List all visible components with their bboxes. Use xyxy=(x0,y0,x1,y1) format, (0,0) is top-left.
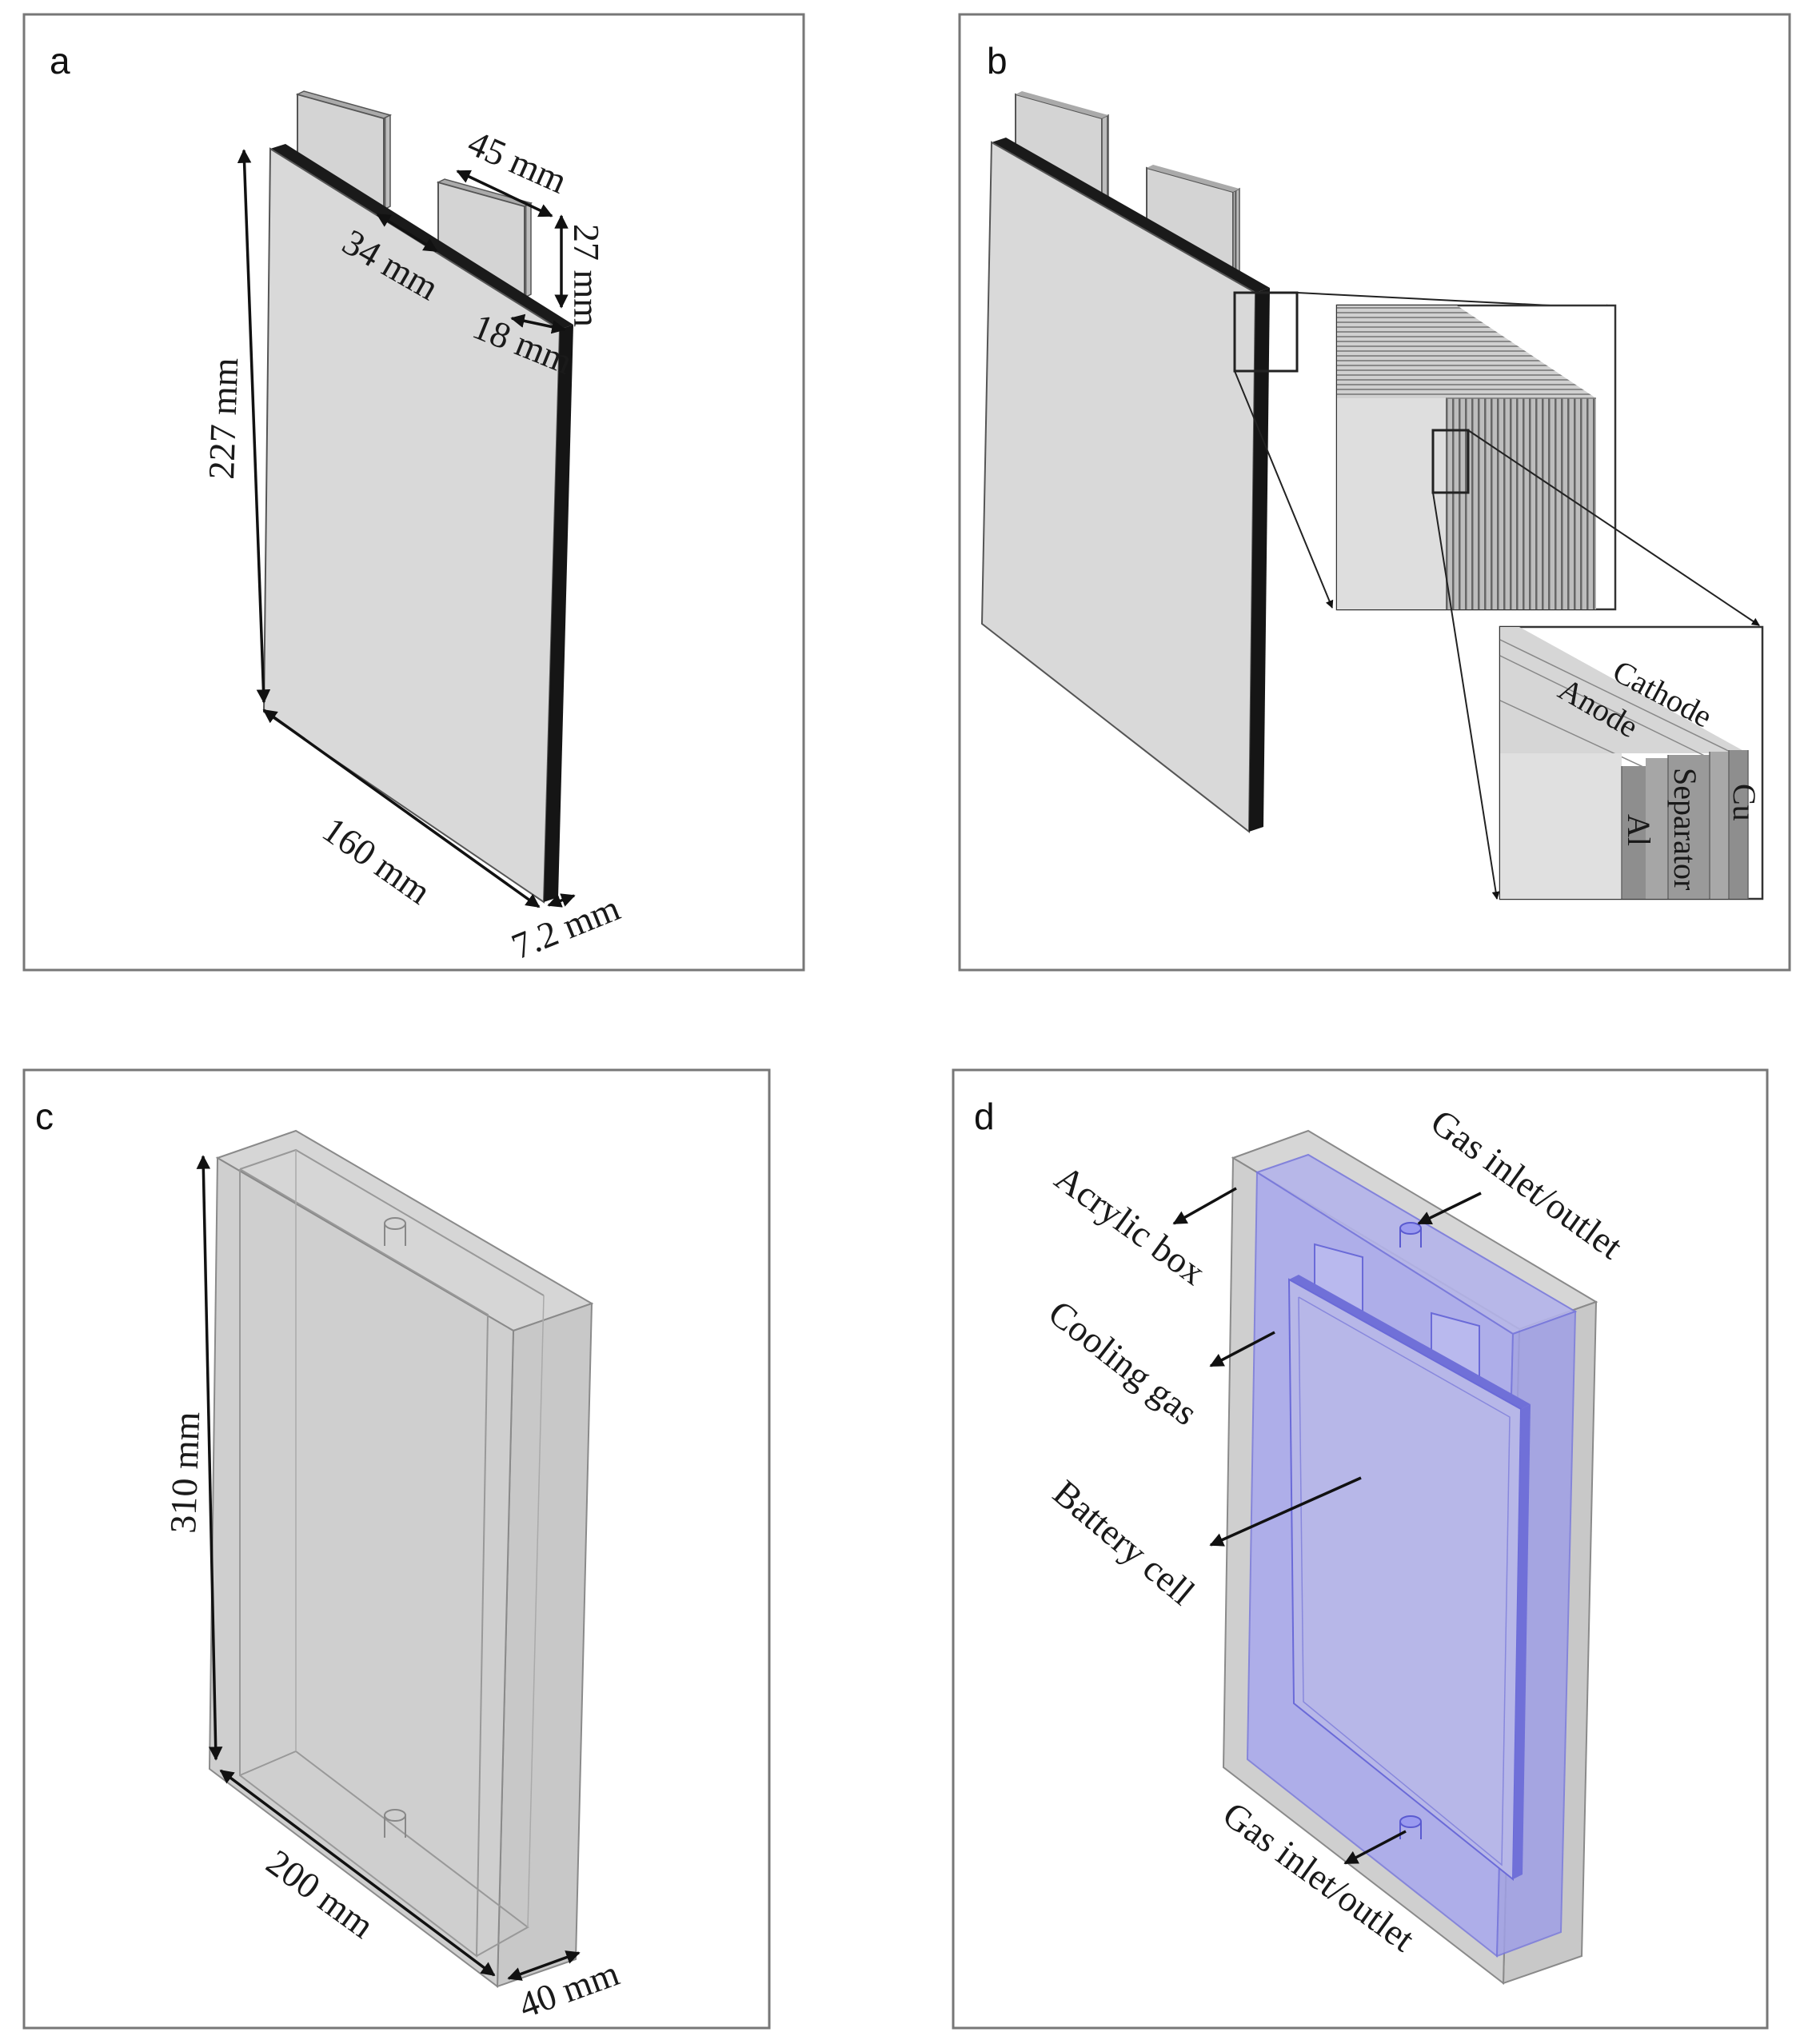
layer-label-cu: Cu xyxy=(1726,784,1762,821)
layer-cathode xyxy=(1710,752,1729,899)
dim-tab-gap-arrow xyxy=(376,213,438,253)
gas-port-top xyxy=(1399,1222,1422,1235)
dim-thickness-arrow xyxy=(547,893,576,908)
callout-inlet-top-arrow xyxy=(1417,1192,1482,1225)
panel-d-letter: d xyxy=(974,1096,995,1137)
dim-box-depth-arrow xyxy=(507,1950,581,1981)
layer-cu xyxy=(1729,750,1748,899)
panel-c: c 310 mm 200 mm 40 mm xyxy=(22,1068,771,2030)
panel-d: d Acrylic box xyxy=(952,1068,1769,2030)
layer-separator xyxy=(1668,755,1710,899)
layer-inset xyxy=(1499,625,1764,900)
zoom-box-2 xyxy=(1431,429,1470,494)
zoom-box-1 xyxy=(1233,291,1299,373)
panel-c-letter: c xyxy=(35,1096,54,1137)
cell-side-edge xyxy=(544,325,573,902)
dim-box-width-arrow xyxy=(219,1769,496,1977)
layer-anode xyxy=(1646,758,1668,899)
assembly-drawing xyxy=(1222,1129,1598,1985)
layer-label-separator: Separator xyxy=(1667,768,1703,890)
panel-b-letter: b xyxy=(987,40,1008,82)
callout-gas-arrow xyxy=(1209,1331,1275,1367)
panel-a: a 227 mm 160 mm 7.2 mm 45 mm 34 mm xyxy=(22,13,805,972)
battery-cell-drawing-b xyxy=(980,91,1270,834)
dim-box-height-label: 310 mm xyxy=(162,1411,207,1534)
panel-a-letter: a xyxy=(50,40,70,82)
dim-tab-height-label: 27 mm xyxy=(566,224,607,327)
dim-height-label: 227 mm xyxy=(201,357,245,480)
layer-al xyxy=(1622,766,1646,899)
dim-box-height-arrow xyxy=(196,1155,223,1761)
zoom-inset-1 xyxy=(1335,304,1617,611)
dim-height-arrow xyxy=(237,149,271,704)
callout-cell-arrow xyxy=(1209,1476,1362,1547)
dim-width-arrow xyxy=(262,709,541,908)
gas-port-bottom xyxy=(1399,1815,1422,1828)
callout-inlet-bottom-arrow xyxy=(1343,1830,1407,1865)
layer-label-al: Al xyxy=(1621,814,1657,846)
dim-tab-edge-arrow xyxy=(510,313,566,334)
dim-tab-pitch-arrow xyxy=(456,170,553,218)
panel-b: b xyxy=(958,13,1791,972)
callout-acrylic-arrow xyxy=(1172,1187,1237,1225)
